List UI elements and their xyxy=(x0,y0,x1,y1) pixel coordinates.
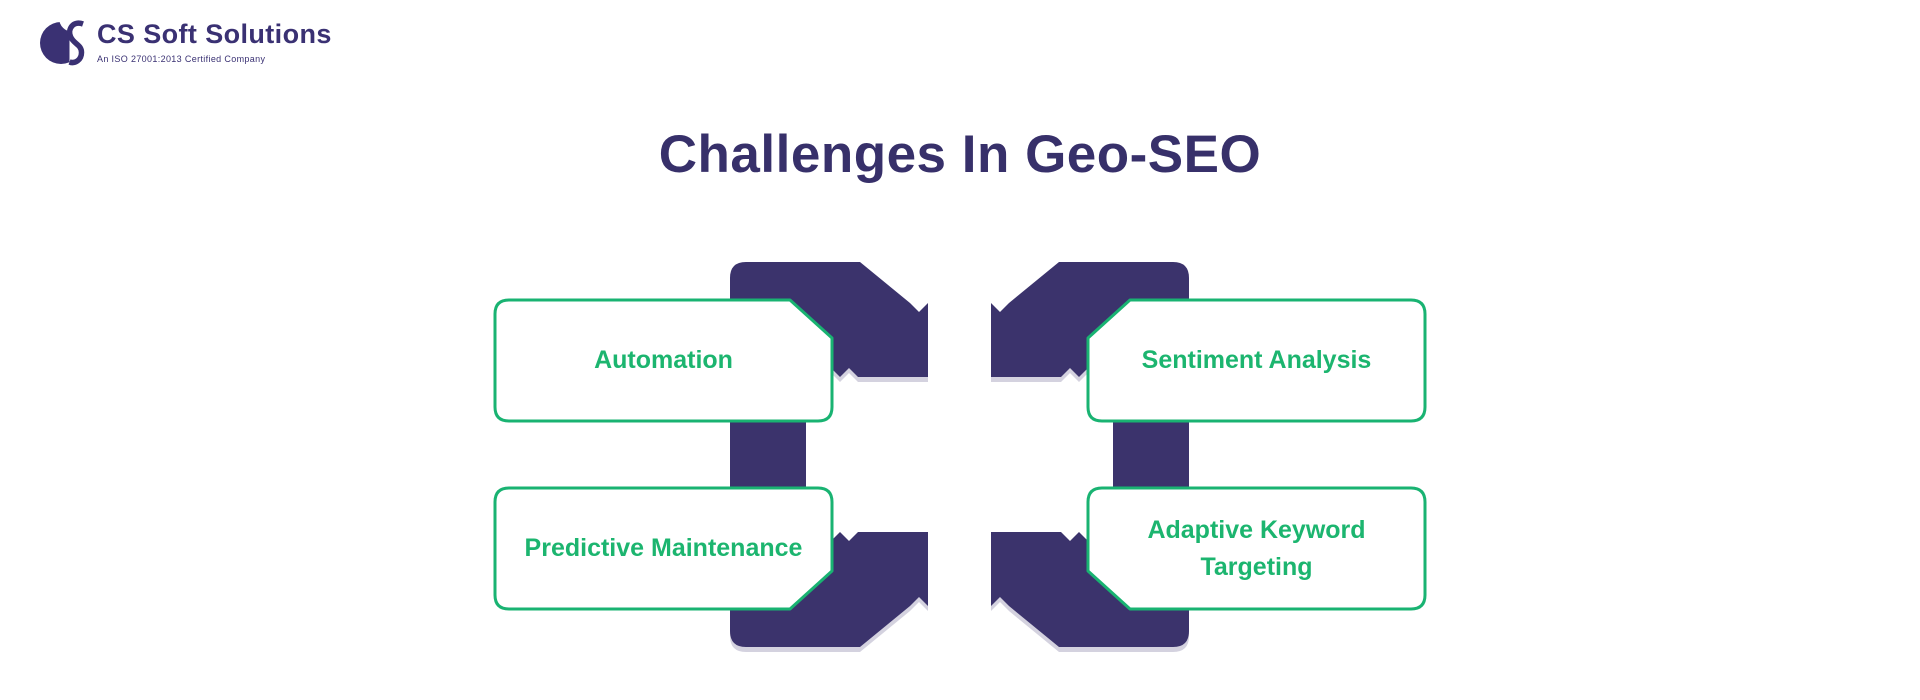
box-outline-sentiment-analysis xyxy=(1086,298,1427,423)
label-sentiment-analysis: Sentiment Analysis xyxy=(1141,346,1372,375)
box-outline-automation xyxy=(493,298,834,423)
label-predictive-maintenance: Predictive Maintenance xyxy=(524,534,803,563)
box-outline-predictive-maintenance xyxy=(493,486,834,611)
logo-tagline: An ISO 27001:2013 Certified Company xyxy=(97,53,266,64)
cs-monogram-icon xyxy=(40,13,88,71)
logo: CS Soft Solutions An ISO 27001:2013 Cert… xyxy=(40,13,332,71)
logo-text: CS Soft Solutions An ISO 27001:2013 Cert… xyxy=(97,13,332,64)
box-outline-adaptive-keyword-targeting xyxy=(1086,486,1427,611)
page-title: Challenges In Geo-SEO xyxy=(658,125,1262,184)
label-adaptive-keyword-targeting: Adaptive Keyword Targeting xyxy=(1147,516,1366,581)
logo-company-name: CS Soft Solutions xyxy=(97,19,332,49)
label-automation: Automation xyxy=(594,346,733,375)
